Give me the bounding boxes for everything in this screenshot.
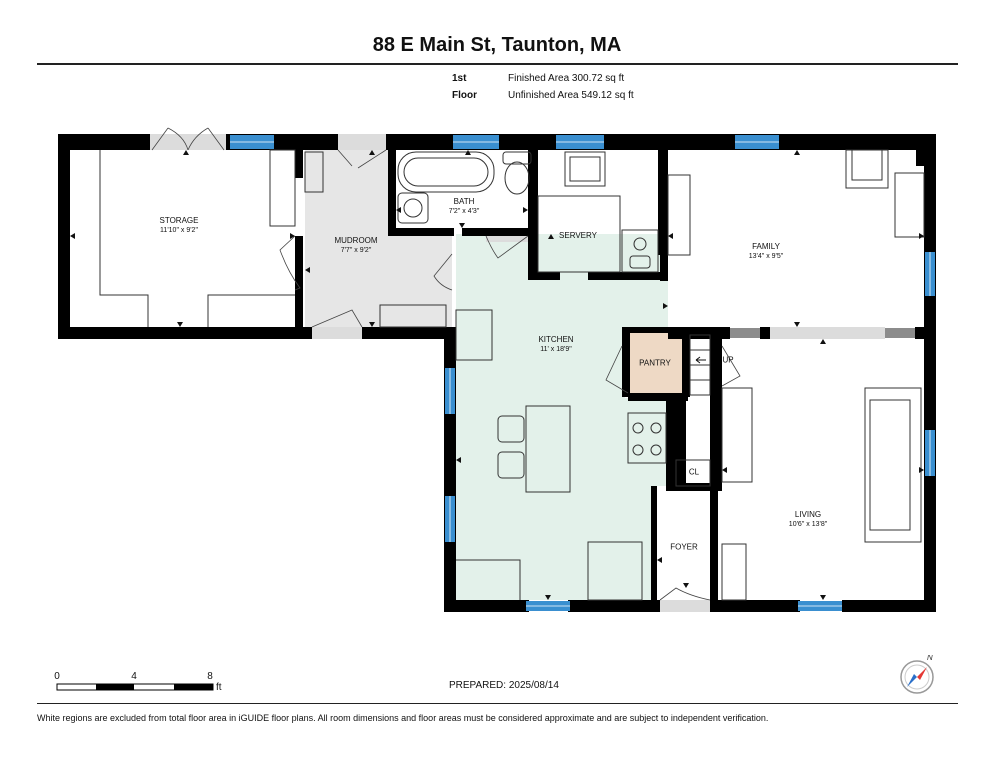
dimension-markers (70, 150, 924, 600)
room-name: KITCHEN (538, 335, 574, 344)
scale-unit: ft (216, 682, 222, 693)
room-dimensions: 11' x 18'9" (540, 346, 572, 353)
footer-disclaimer: White regions are excluded from total fl… (37, 713, 769, 723)
room-dimensions: 7'7" x 9'2" (340, 247, 372, 254)
room-label-servery: SERVERY (559, 231, 597, 241)
window-mullions (230, 141, 931, 607)
kitchen-floor (456, 234, 668, 600)
room-dimensions: 11'10" x 9'2" (160, 227, 198, 234)
floor-label: 1st Floor (452, 73, 477, 101)
room-name: LIVING (794, 510, 822, 519)
room-dimensions: 10'6" x 13'8" (788, 521, 828, 528)
room-name: FAMILY (752, 242, 780, 251)
room-label-mudroom: MUDROOM 7'7" x 9'2" (334, 236, 377, 256)
room-name: MUDROOM (334, 236, 378, 245)
room-name: STORAGE (159, 216, 199, 225)
room-dimensions: 13'4" x 9'5" (748, 253, 784, 260)
scale-bar (56, 683, 214, 691)
prepared-date: PREPARED: 2025/08/14 (449, 680, 559, 691)
fixtures (99, 149, 925, 601)
unfinished-area: Unfinished Area 549.12 sq ft (508, 90, 634, 101)
door-swings (151, 127, 741, 601)
compass-icon: N (897, 653, 939, 697)
door-openings (150, 134, 885, 612)
compass-north-label: N (927, 655, 933, 662)
room-label-storage: STORAGE 11'10" x 9'2" (160, 216, 199, 236)
mudroom-floor (305, 150, 452, 327)
pantry-floor (628, 333, 682, 393)
transoms (730, 328, 915, 338)
room-label-kitchen: KITCHEN 11' x 18'9" (538, 335, 573, 355)
room-label-bath: BATH 7'2" x 4'3" (449, 197, 480, 217)
footer-divider (37, 703, 958, 704)
stairs-label: UP (722, 355, 734, 365)
scale-label-0: 0 (54, 671, 60, 682)
room-label-foyer: FOYER (670, 542, 698, 552)
room-label-pantry: PANTRY (639, 358, 671, 368)
room-label-living: LIVING 10'6" x 13'8" (789, 510, 827, 530)
room-label-family: FAMILY 13'4" x 9'5" (749, 242, 784, 262)
scale-label-4: 4 (131, 671, 137, 682)
room-name: BATH (453, 197, 475, 206)
room-dimensions: 7'2" x 4'3" (448, 208, 480, 215)
header-divider (37, 63, 958, 65)
finished-area: Finished Area 300.72 sq ft (508, 73, 625, 84)
page-title: 88 E Main St, Taunton, MA (372, 34, 622, 56)
scale-label-8: 8 (207, 671, 213, 682)
stairs-arrow-icon (695, 356, 706, 364)
room-name: SERVERY (559, 231, 597, 240)
room-label-closet: CL (688, 467, 700, 477)
